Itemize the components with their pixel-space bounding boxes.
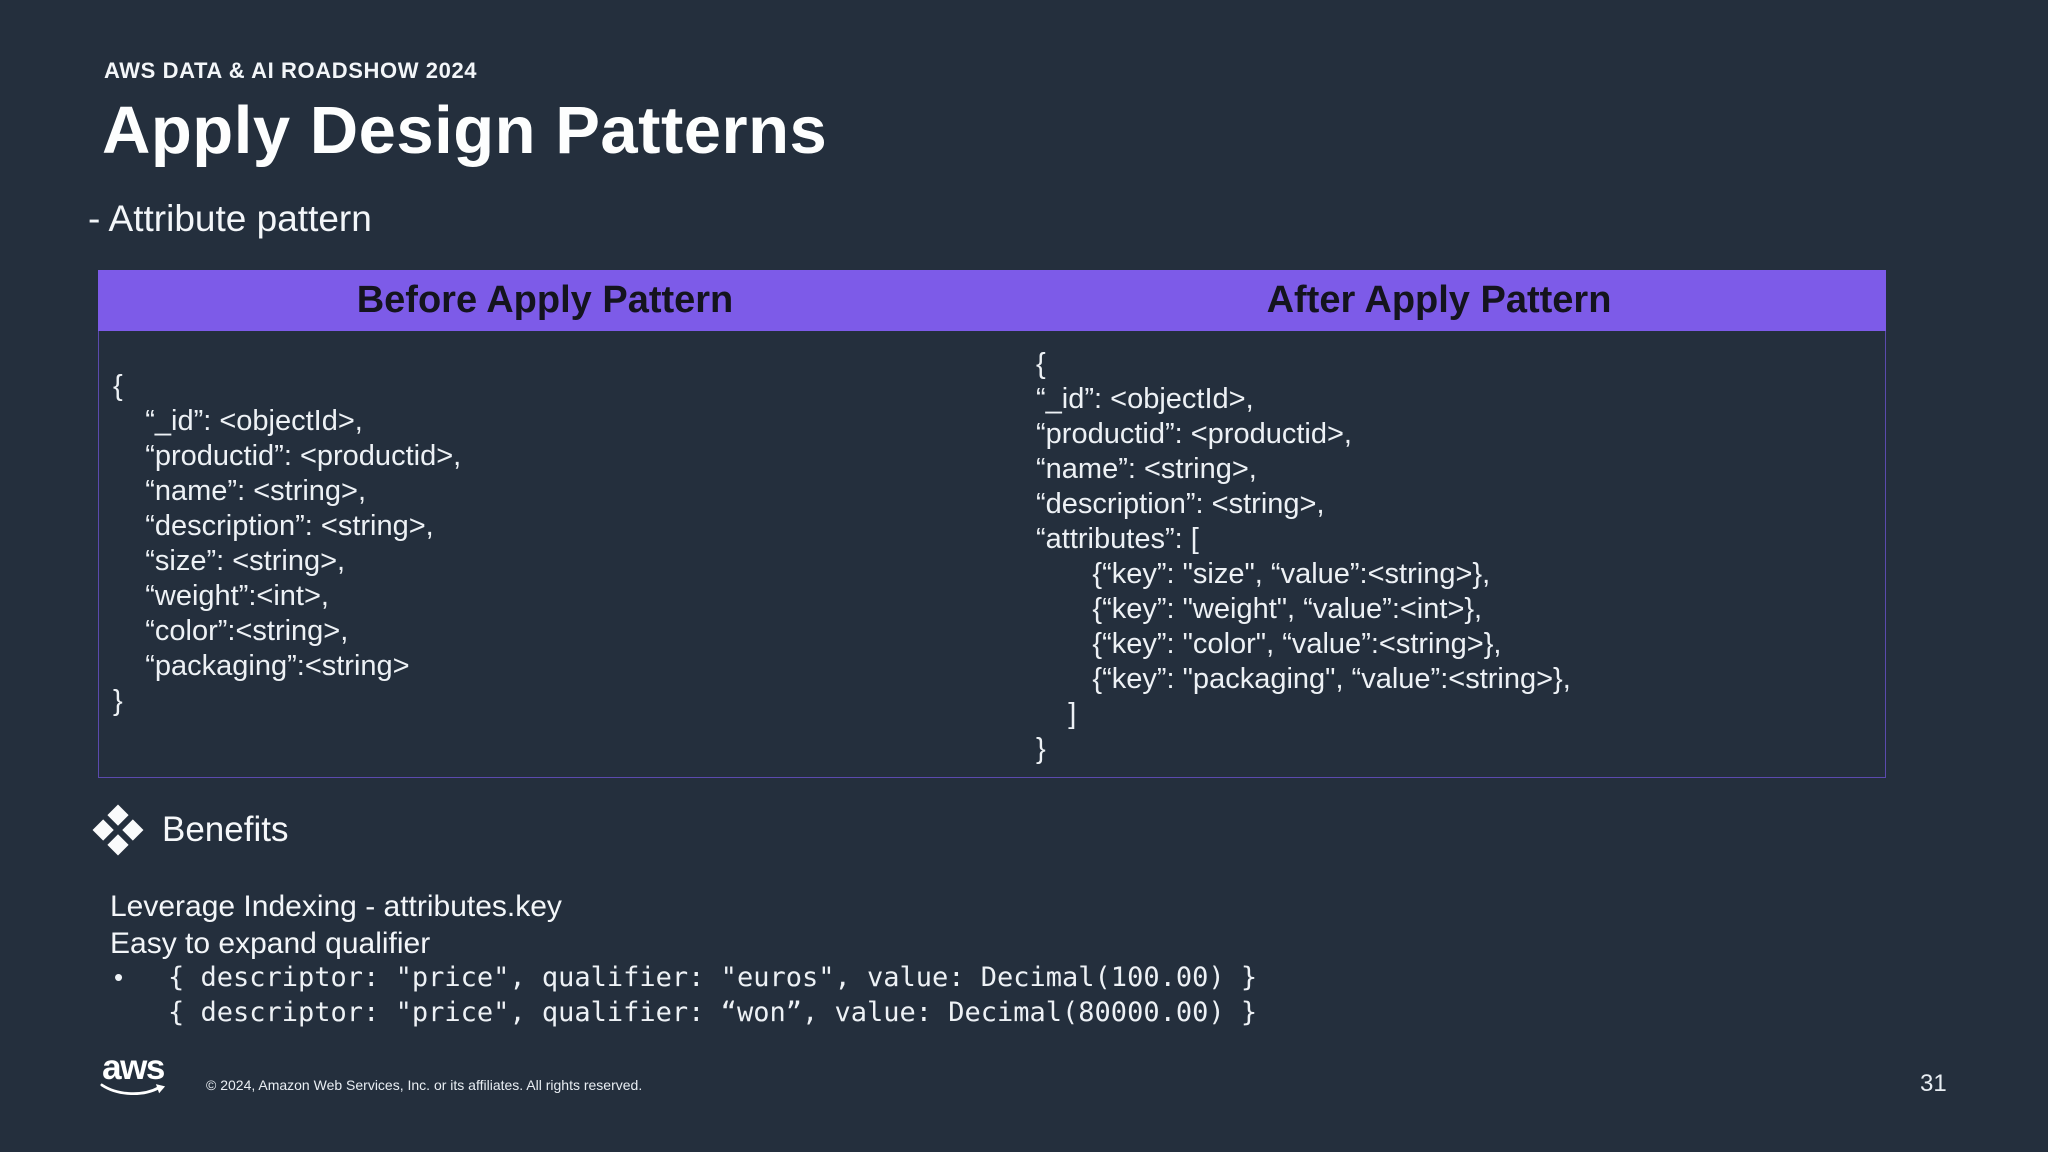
four-diamond-bullet-icon — [92, 804, 144, 856]
code-line: “_id”: <objectId>, — [1036, 383, 1254, 415]
code-line: {“key”: "size", “value”:<string>}, — [1036, 558, 1491, 590]
copyright-text: © 2024, Amazon Web Services, Inc. or its… — [206, 1077, 643, 1093]
event-name: AWS DATA & AI ROADSHOW 2024 — [104, 58, 478, 83]
comparison-table-header: Before Apply Pattern After Apply Pattern — [98, 270, 1886, 331]
aws-smile-icon — [100, 1083, 166, 1095]
code-line: “productid”: <productid>, — [1036, 418, 1352, 450]
code-line: } — [1036, 733, 1046, 765]
code-line: “productid”: <productid>, — [113, 440, 462, 472]
code-line: } — [113, 685, 123, 717]
benefit-line: Easy to expand qualifier — [110, 927, 431, 960]
code-line: “size”: <string>, — [113, 545, 346, 577]
aws-logo: aws — [100, 1048, 166, 1099]
benefits-text-lines: Leverage Indexing - attributes.key Easy … — [110, 888, 562, 962]
code-line: { — [113, 370, 123, 402]
after-column: {“_id”: <objectId>,“productid”: <product… — [992, 331, 1885, 777]
before-code-block: { “_id”: <objectId>, “productid”: <produ… — [99, 331, 992, 719]
code-line: { — [1036, 348, 1046, 380]
slide-title: Apply Design Patterns — [102, 93, 828, 168]
code-line: “name”: <string>, — [1036, 453, 1257, 485]
code-line: {“key”: "weight", “value”:<int>}, — [1036, 593, 1483, 625]
table-header-before: Before Apply Pattern — [356, 279, 734, 321]
comparison-table: Before Apply Pattern After Apply Pattern… — [98, 270, 1886, 778]
benefit-code-row: • { descriptor: "price", qualifier: "eur… — [112, 960, 1257, 995]
bullet-dot-icon: • — [114, 962, 124, 992]
table-header-after: After Apply Pattern — [1266, 279, 1612, 321]
benefits-heading-row: Benefits — [92, 804, 289, 856]
code-line: “packaging”:<string> — [113, 650, 410, 682]
code-line: “attributes”: [ — [1036, 523, 1199, 555]
benefit-code-line: { descriptor: "price", qualifier: "euros… — [168, 962, 1258, 993]
code-line: “description”: <string>, — [113, 510, 434, 542]
code-line: ] — [1036, 698, 1077, 730]
slide-subtitle: - Attribute pattern — [88, 198, 372, 239]
before-column: { “_id”: <objectId>, “productid”: <produ… — [99, 331, 992, 777]
aws-logo-text: aws — [102, 1048, 165, 1087]
benefit-code-row: { descriptor: "price", qualifier: “won”,… — [112, 995, 1257, 1030]
benefit-code-line: { descriptor: "price", qualifier: “won”,… — [168, 997, 1258, 1028]
code-line: “color”:<string>, — [113, 615, 349, 647]
comparison-table-body: { “_id”: <objectId>, “productid”: <produ… — [98, 331, 1886, 778]
code-line: “name”: <string>, — [113, 475, 367, 507]
after-code-block: {“_id”: <objectId>,“productid”: <product… — [992, 331, 1885, 767]
code-line: {“key”: "packaging", “value”:<string>}, — [1036, 663, 1571, 695]
code-line: “weight”:<int>, — [113, 580, 329, 612]
code-line: {“key”: "color", “value”:<string>}, — [1036, 628, 1502, 660]
code-line: “_id”: <objectId>, — [113, 405, 363, 437]
code-line: “description”: <string>, — [1036, 488, 1325, 520]
benefit-line: Leverage Indexing - attributes.key — [110, 890, 562, 923]
page-number: 31 — [1920, 1070, 1947, 1097]
benefits-heading: Benefits — [162, 810, 289, 849]
benefits-code-examples: • { descriptor: "price", qualifier: "eur… — [112, 960, 1257, 1030]
